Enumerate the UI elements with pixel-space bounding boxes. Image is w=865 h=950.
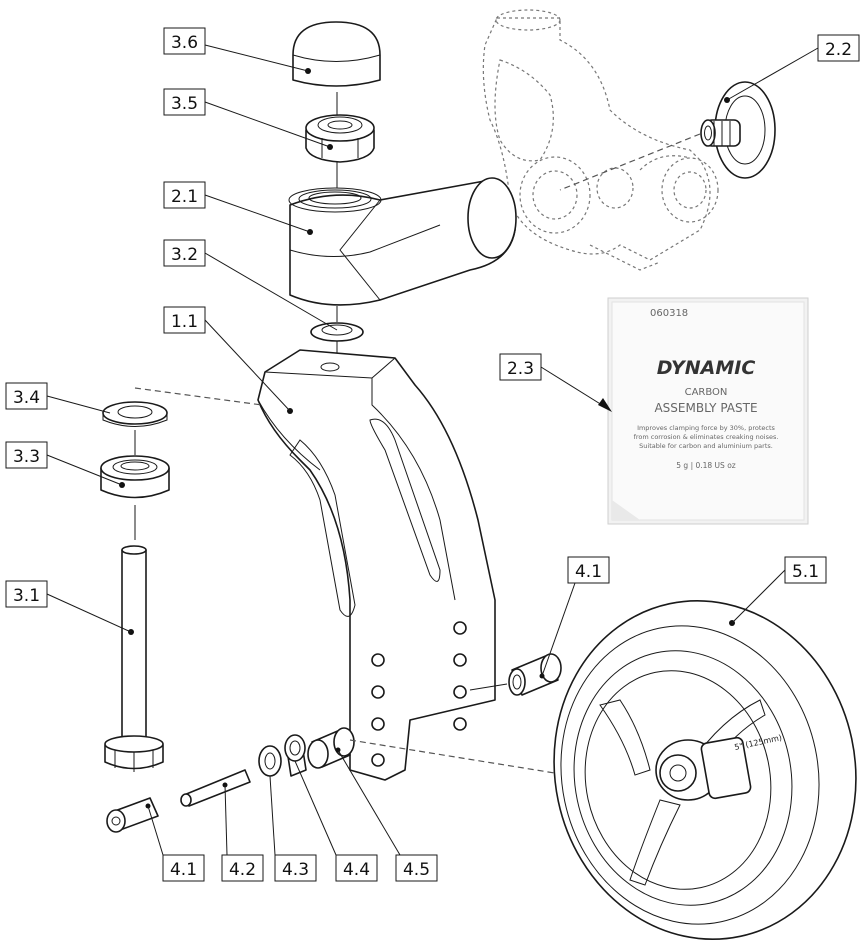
part-1-1-fork [257, 349, 496, 781]
paste-batch-code: 060318 [650, 308, 688, 319]
callout-4-4: 4.4 [335, 854, 378, 882]
callout-3-6: 3.6 [163, 27, 206, 55]
callout-2-1: 2.1 [163, 181, 206, 209]
callout-3-1: 3.1 [5, 580, 48, 608]
axis-line-4-1-top [469, 683, 508, 691]
part-3-2-washer [310, 322, 364, 342]
svg-text:4.2: 4.2 [229, 860, 256, 880]
callout-4-5: 4.5 [395, 854, 438, 882]
callout-4-1-bottom: 4.1 [162, 854, 205, 882]
callout-2-3: 2.3 [499, 353, 542, 381]
svg-text:2.3: 2.3 [507, 359, 534, 379]
svg-text:4.5: 4.5 [403, 860, 430, 880]
part-5-1-wheel [553, 600, 857, 940]
paste-desc-3: Suitable for carbon and aluminium parts. [639, 442, 773, 450]
part-4-1-sleeve-top [508, 653, 562, 696]
callout-4-3: 4.3 [274, 854, 317, 882]
leader-lines [46, 44, 819, 856]
part-3-4-washer [102, 401, 168, 427]
part-4-1-sleeve-bottom [106, 797, 159, 833]
svg-text:3.4: 3.4 [13, 388, 40, 408]
part-3-6-cap [292, 21, 381, 87]
part-3-5-nut [305, 114, 375, 163]
svg-text:4.1: 4.1 [575, 562, 602, 582]
callout-3-5: 3.5 [163, 88, 206, 116]
paste-weight: 5 g | 0.18 US oz [676, 461, 736, 470]
svg-text:2.1: 2.1 [171, 187, 198, 207]
callout-1-1: 1.1 [163, 306, 206, 334]
part-4-3-washer [258, 745, 282, 777]
svg-text:2.2: 2.2 [825, 40, 852, 60]
part-2-1-clamp-housing [288, 177, 517, 306]
svg-text:4.3: 4.3 [282, 860, 309, 880]
svg-text:3.2: 3.2 [171, 245, 198, 265]
svg-text:3.6: 3.6 [171, 33, 198, 53]
paste-desc-1: Improves clamping force by 30%, protects [637, 424, 775, 432]
part-4-5-bushing [307, 727, 355, 769]
svg-text:3.3: 3.3 [13, 447, 40, 467]
arrowhead-2-3 [598, 398, 612, 412]
ghost-clamp-housing [482, 9, 719, 271]
svg-text:1.1: 1.1 [171, 312, 198, 332]
callout-3-4: 3.4 [5, 382, 48, 410]
svg-text:3.5: 3.5 [171, 94, 198, 114]
part-4-2-pin [180, 769, 251, 807]
part-3-3-bearing [100, 455, 170, 499]
part-2-2-pin-washer [559, 81, 776, 191]
callout-3-3: 3.3 [5, 441, 48, 469]
paste-desc-2: from corrosion & eliminates creaking noi… [634, 433, 779, 441]
callout-3-2: 3.2 [163, 239, 206, 267]
paste-brand: DYNAMIC [657, 357, 756, 379]
part-4-4-spacer [284, 734, 307, 777]
callout-4-1-top: 4.1 [567, 556, 610, 584]
part-3-1-axle-bolt [104, 545, 164, 772]
part-2-3-assembly-paste-packet: 060318 DYNAMIC CARBON ASSEMBLY PASTE Imp… [607, 297, 809, 525]
callout-5-1: 5.1 [784, 556, 827, 584]
svg-text:5.1: 5.1 [792, 562, 819, 582]
callout-4-2: 4.2 [221, 854, 264, 882]
svg-text:4.4: 4.4 [343, 860, 370, 880]
paste-line-carbon: CARBON [685, 387, 728, 398]
dashed-leader-3-4 [134, 387, 263, 406]
svg-text:4.1: 4.1 [170, 860, 197, 880]
svg-text:3.1: 3.1 [13, 586, 40, 606]
callout-2-2: 2.2 [817, 34, 860, 62]
paste-line-assembly: ASSEMBLY PASTE [654, 401, 757, 415]
